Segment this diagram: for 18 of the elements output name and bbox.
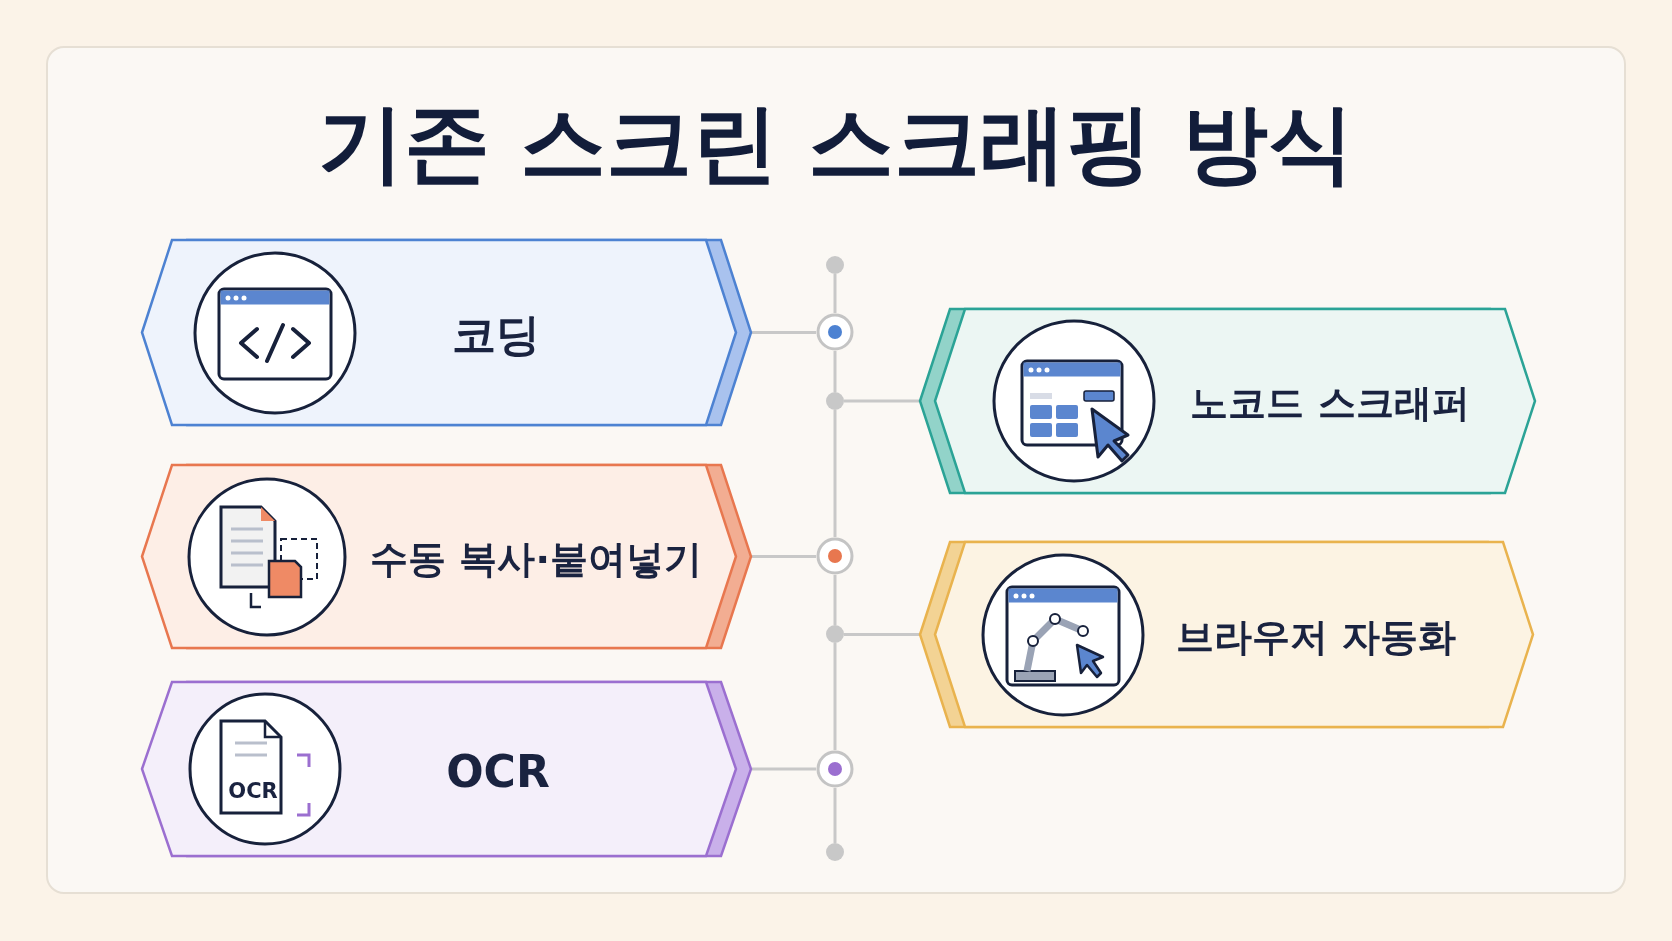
connector-line — [833, 274, 837, 313]
connector-line — [833, 788, 837, 843]
connector-line — [833, 351, 837, 392]
connector-line — [752, 331, 816, 334]
title: 기존 스크린 스크래핑 방식 — [317, 92, 1355, 195]
node-label: 수동 복사·붙여넣기 — [370, 535, 702, 582]
connector-line — [752, 767, 816, 771]
connector-line — [833, 643, 837, 750]
connector-line — [833, 410, 837, 537]
icon-label: OCR — [228, 779, 278, 803]
node-label: 코딩 — [452, 307, 540, 361]
connector-line — [752, 555, 816, 558]
connector-line — [844, 399, 919, 403]
node-label: 브라우저 자동화 — [1176, 613, 1456, 660]
node-label: 노코드 스크래퍼 — [1190, 379, 1470, 427]
connector-line — [833, 575, 837, 625]
connector-line — [844, 633, 919, 636]
node-label: OCR — [446, 745, 550, 797]
